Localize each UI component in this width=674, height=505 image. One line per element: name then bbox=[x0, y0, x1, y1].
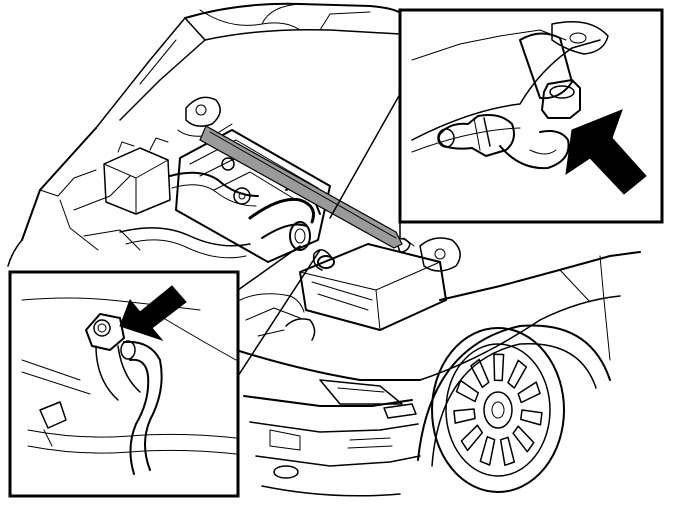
arrow-icon-upper bbox=[565, 109, 647, 195]
detail-inset-upper-right bbox=[329, 8, 664, 239]
arrow-icon-lower bbox=[119, 285, 187, 342]
detail-inset-lower-left bbox=[8, 245, 321, 498]
front-wheel bbox=[431, 327, 565, 493]
left-fender bbox=[7, 127, 141, 267]
engine-components bbox=[103, 96, 461, 341]
strut-brace-highlighted bbox=[199, 125, 403, 249]
open-hood bbox=[95, 2, 403, 129]
